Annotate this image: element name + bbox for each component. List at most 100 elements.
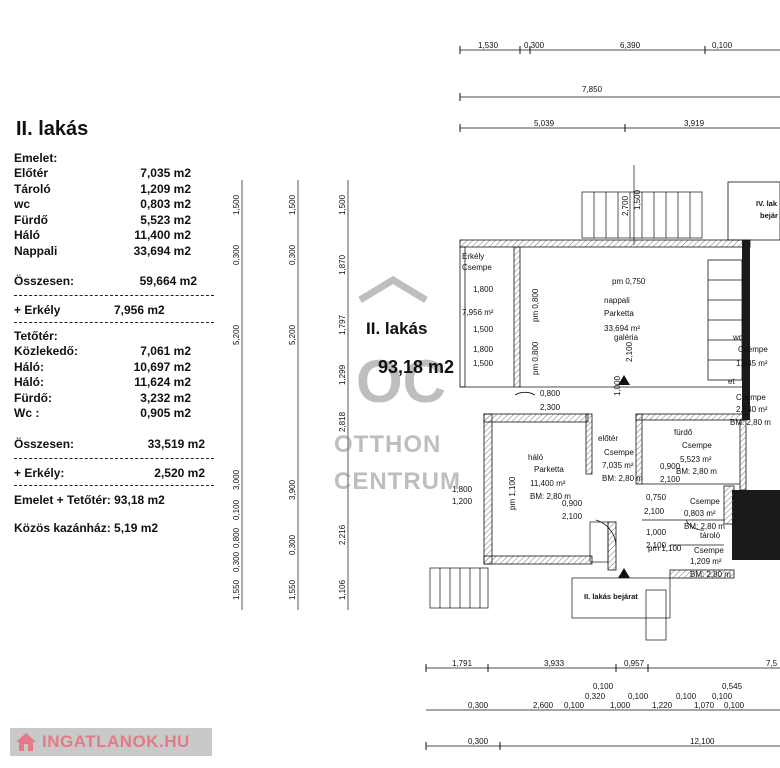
room-area: 0,803 m2	[140, 197, 191, 211]
floor1-total-row: Összesen:59,664 m2	[14, 273, 219, 289]
room-name: előtér	[598, 434, 618, 443]
room-row: Háló:10,697 m2	[14, 360, 219, 376]
house-logo-icon	[14, 731, 38, 753]
dim-label: 2,216	[338, 524, 347, 545]
room-height: BM: 2,80 m	[730, 418, 771, 427]
dim-label: 0,100	[724, 701, 745, 710]
dim-label: 1,000	[610, 701, 631, 710]
room-name: Közlekedő:	[14, 344, 79, 358]
room-row: Wc :0,905 m2	[14, 406, 219, 422]
dim-label: 0,300	[232, 551, 241, 572]
room-extra: galéria	[614, 333, 639, 342]
room-name: wc	[14, 197, 31, 211]
dim-label: pm 0,750	[612, 277, 646, 286]
room-name: fürdő	[674, 428, 693, 437]
dim-label: pm 1,100	[648, 544, 682, 553]
total-value: 33,519 m2	[147, 436, 205, 451]
room-row: Háló 11,400 m2	[14, 228, 219, 244]
room-name: nappali	[604, 296, 630, 305]
dim-label: pm 1,100	[508, 476, 517, 510]
room-area: 11,400 m²	[530, 479, 566, 488]
room-area: 11,400 m2	[134, 228, 191, 242]
room-area: 7,035 m²	[602, 461, 634, 470]
dim-label: 3,900	[288, 479, 297, 500]
otthon-centrum-watermark: OC OTTHON CENTRUM	[334, 275, 461, 495]
room-name: Előtér	[14, 166, 49, 180]
room-name: háló	[528, 453, 544, 462]
walls	[459, 239, 780, 579]
room-row: Fürdő:3,232 m2	[14, 391, 219, 407]
dim-label: 2,700	[621, 195, 630, 216]
divider	[14, 457, 214, 459]
room-row: Közlekedő: 7,061 m2	[14, 344, 219, 360]
dim-label: 1,500	[338, 194, 347, 215]
dim-label: 0,300	[288, 244, 297, 265]
room-area: 1,209 m²	[690, 557, 722, 566]
dim-label: 0,300	[468, 701, 489, 710]
dim-label: 0,545	[722, 682, 743, 691]
oc-logo-icon: OC	[356, 348, 446, 415]
dim-label: 0,300	[232, 244, 241, 265]
dim-label: 5,200	[232, 324, 241, 345]
balcony-label: + Erkély	[14, 303, 61, 317]
room-height: BM: 2,80 m	[676, 467, 717, 476]
dim-label: 1,299	[338, 364, 347, 385]
balcony-value: 7,956 m2	[114, 303, 165, 317]
room-floor: Csempe	[690, 497, 720, 506]
dim-label: 1,106	[338, 579, 347, 600]
dim-label: 0,750	[646, 493, 667, 502]
dim-label: 2,818	[338, 411, 347, 432]
room-name: Erkély	[462, 252, 484, 261]
divider	[14, 322, 214, 323]
neighbor-unit-label: bejár	[760, 211, 778, 220]
room-area: 7,956 m²	[462, 308, 494, 317]
dim-label: 3,933	[544, 659, 565, 668]
floor1-balcony-row: + Erkély 7,956 m2	[14, 302, 219, 318]
dim-label: 0,100	[712, 692, 733, 701]
watermark-line2: CENTRUM	[334, 468, 461, 495]
dim-label: 1,500	[473, 359, 494, 368]
room-area: 7,061 m2	[140, 344, 191, 358]
roof-logo-icon	[358, 275, 428, 303]
dim-label: 1,870	[338, 254, 347, 275]
divider	[14, 295, 214, 296]
bottom-dimensions: 1,791 3,933 0,957 7,5 0,100 0,545 0,320 …	[425, 659, 780, 750]
dim-label: 0,300	[524, 41, 545, 50]
room-area: 10,697 m2	[133, 359, 191, 374]
total-label: Összesen:	[14, 274, 75, 288]
room-name: Wc :	[14, 406, 40, 420]
dim-label: 1,500	[633, 189, 642, 210]
dim-label: 1,070	[694, 701, 715, 710]
room-floor: Csempe	[736, 393, 766, 402]
room-name: wc	[732, 333, 743, 342]
room-floor: Csempe	[462, 263, 492, 272]
section-arrow-icon	[618, 375, 630, 385]
room-height: BM: 2,80 m	[530, 492, 571, 501]
balcony-value: 2,520 m2	[154, 465, 205, 480]
room-area: 11,624 m2	[134, 375, 191, 389]
dim-label: 1,220	[652, 701, 673, 710]
dim-label: 0,100	[628, 692, 649, 701]
entrance-arrow-icon	[618, 568, 630, 578]
room-height: BM: 2,80 m	[690, 570, 731, 579]
dim-label: 0,957	[624, 659, 645, 668]
dim-label: pm 0,800	[531, 288, 540, 322]
dim-label: 5,200	[288, 324, 297, 345]
dim-label: 1,550	[232, 579, 241, 600]
room-name: Fürdő:	[14, 390, 52, 405]
entrance-steps	[429, 521, 671, 641]
room-area: 0,803 m²	[684, 509, 716, 518]
room-name: et	[728, 377, 735, 386]
room-name: tároló	[700, 531, 721, 540]
room-floor: Csempe	[738, 345, 768, 354]
floor2-balcony-row: + Erkély:2,520 m2	[14, 465, 219, 481]
dim-label: 1,530	[478, 41, 499, 50]
staircase-top	[581, 165, 703, 245]
dim-label: 0,900	[660, 462, 681, 471]
unit-title: II. lakás	[366, 319, 427, 338]
dim-label: 1,791	[452, 659, 473, 668]
room-name: Háló:	[14, 375, 44, 389]
room-floor: Csempe	[682, 441, 712, 450]
room-name: Háló	[14, 228, 41, 242]
